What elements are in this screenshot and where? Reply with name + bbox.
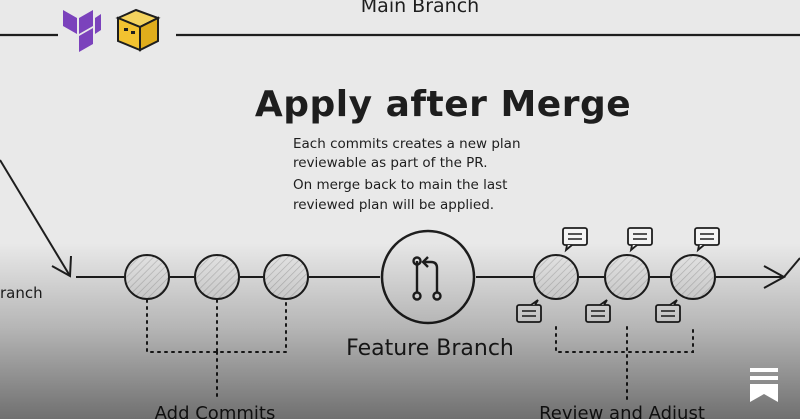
description-line-2: reviewable as part of the PR. xyxy=(293,155,488,171)
description-line-3: On merge back to main the last xyxy=(293,177,507,193)
comment-icon xyxy=(516,299,542,323)
left-branch-label: ranch xyxy=(0,284,43,302)
branch-off-arrow xyxy=(0,159,72,278)
bookmark-icon[interactable] xyxy=(748,366,780,404)
comment-icon xyxy=(655,299,681,323)
commit-node xyxy=(263,254,309,300)
add-commits-bracket xyxy=(146,299,287,401)
review-node xyxy=(533,254,579,300)
review-bracket xyxy=(555,326,694,401)
comment-icon xyxy=(694,227,720,253)
review-node xyxy=(604,254,650,300)
commit-node xyxy=(194,254,240,300)
description-line-1: Each commits creates a new plan xyxy=(293,136,521,152)
feature-branch-label: Feature Branch xyxy=(346,336,514,361)
add-commits-label: Add Commits xyxy=(155,403,276,419)
review-node xyxy=(670,254,716,300)
comment-icon xyxy=(585,299,611,323)
pull-request-node xyxy=(380,229,476,325)
terraform-logo-icon xyxy=(63,10,101,52)
box-logo-icon xyxy=(115,8,161,52)
merge-arrow xyxy=(716,257,800,289)
description-line-4: reviewed plan will be applied. xyxy=(293,197,494,213)
review-label: Review and Adjust xyxy=(539,403,705,419)
commit-node xyxy=(124,254,170,300)
comment-icon xyxy=(627,227,653,253)
comment-icon xyxy=(562,227,588,253)
main-branch-label: Main Branch xyxy=(361,0,479,17)
diagram-title: Apply after Merge xyxy=(255,84,631,125)
